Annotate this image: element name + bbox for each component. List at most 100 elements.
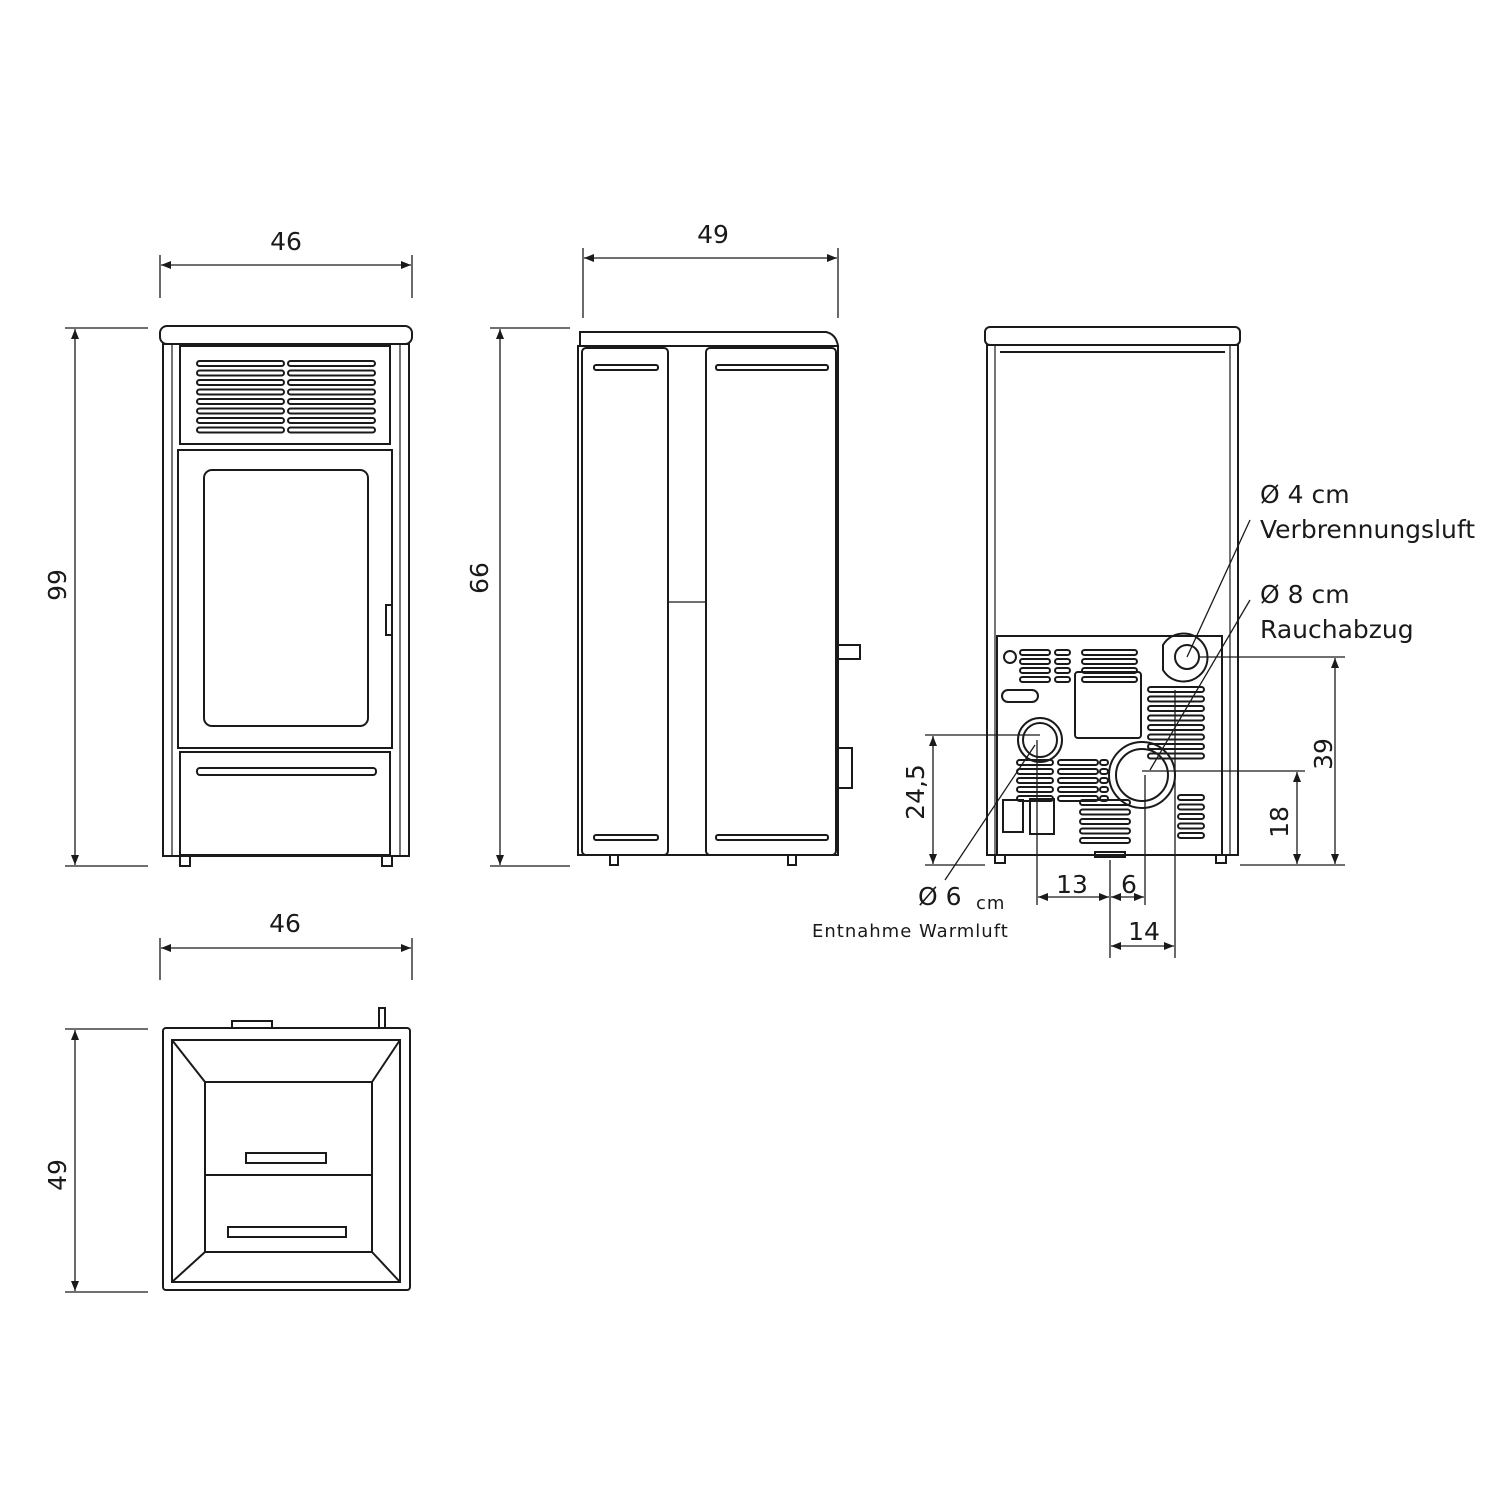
top-width-dimension: 46 [159, 909, 413, 980]
front-height-dimension: 99 [43, 327, 148, 867]
vent-slot [1177, 832, 1205, 839]
vent-slot [196, 407, 285, 415]
dimension-label: 14 [1128, 917, 1160, 946]
flue-outlet-label: Rauchabzug [1260, 615, 1414, 644]
top-depth-dimension: 49 [43, 1028, 148, 1293]
vent-slot [196, 379, 285, 386]
vent-slot [1081, 649, 1138, 656]
vent-slot [1177, 813, 1205, 820]
vent-slot [1054, 676, 1071, 683]
vent-slot [287, 417, 376, 424]
vent-slot [1081, 676, 1138, 683]
vent-slot [1057, 786, 1099, 793]
vent-slot [1057, 795, 1099, 802]
vent-slot [1054, 658, 1071, 665]
warm-air-collar [1017, 717, 1063, 763]
vent-slot [1147, 752, 1205, 760]
vent-slot [1054, 649, 1071, 656]
vent-slot [287, 426, 376, 434]
dimension-label: 46 [270, 227, 302, 256]
vent-slot [1019, 649, 1051, 656]
vent-slot [196, 426, 285, 434]
combustion-air-label: Verbrennungsluft [1260, 515, 1475, 544]
dimension-label: 18 [1265, 806, 1294, 838]
front-width-dimension: 46 [159, 227, 413, 298]
dimension-label: 49 [697, 220, 729, 249]
vent-slot [1019, 658, 1051, 665]
vent-slot [196, 388, 285, 396]
vent-slot [196, 369, 285, 377]
vent-slot [196, 398, 285, 405]
vent-slot [1057, 768, 1099, 775]
vent-slot [1177, 794, 1205, 801]
vent-slot [1099, 759, 1109, 766]
vent-slot [1019, 667, 1051, 674]
foot [179, 855, 191, 867]
door-glass [203, 469, 369, 727]
vent-slot [1147, 705, 1205, 712]
flue-outlet-diameter: Ø 8 cm [1260, 580, 1350, 609]
door-handle [385, 604, 393, 636]
vent-slot [1016, 759, 1054, 766]
vent-slot [1147, 695, 1205, 703]
vent-slot [1016, 768, 1054, 775]
vent-slot [1079, 818, 1131, 825]
vent-slot [287, 369, 376, 377]
vent-slots [1016, 649, 1205, 844]
vent-slots [196, 360, 376, 434]
dimension-label: 39 [1309, 738, 1338, 770]
flue-outlet [1115, 748, 1169, 802]
combustion-air-diameter: Ø 4 cm [1260, 480, 1350, 509]
back-view [984, 326, 1241, 864]
vent-slot [1016, 786, 1054, 793]
warm-air-diameter: Ø 6 [918, 882, 962, 911]
vent-slot [196, 417, 285, 424]
vent-slot [1099, 777, 1109, 784]
power-switch [1029, 798, 1055, 835]
dimension-label: 24,5 [901, 764, 930, 820]
vent-slot [1079, 837, 1131, 844]
vent-slot [287, 379, 376, 386]
side-connector [837, 644, 861, 660]
flue-outlet-collar [1108, 741, 1176, 809]
vent-slot [1099, 768, 1109, 775]
top-view [162, 1007, 411, 1291]
vent-slot [1079, 808, 1131, 816]
vent-slot [1177, 822, 1205, 830]
vent-slot [1057, 759, 1099, 766]
vent-slot [1099, 786, 1109, 793]
dimension-label: 46 [269, 909, 301, 938]
dimension-label: 49 [43, 1159, 72, 1191]
vent-slot [196, 360, 285, 367]
vent-slot [1016, 777, 1054, 784]
vent-slot [1081, 658, 1138, 665]
front-view [159, 325, 413, 867]
fire-door [177, 449, 393, 749]
drawer-handle [196, 767, 377, 776]
foot [381, 855, 393, 867]
combustion-air-inlet [1174, 644, 1200, 670]
vent-slot [287, 407, 376, 415]
vent-slot [1147, 743, 1205, 750]
dimension-label: 99 [464, 562, 493, 594]
vent-slot [1147, 714, 1205, 722]
back-callouts: Ø 4 cm Verbrennungsluft Ø 8 cm Rauchabzu… [812, 480, 1475, 942]
power-socket [1002, 799, 1024, 833]
vent-slot [287, 360, 376, 367]
access-plate [1074, 671, 1142, 739]
side-depth-dimension: 49 [582, 220, 839, 318]
warm-air-outlet [1022, 722, 1058, 758]
vent-slot [1177, 803, 1205, 811]
vent-slot [1019, 676, 1051, 683]
vent-slot [1054, 667, 1071, 674]
vent-slot [1147, 733, 1205, 741]
vent-slot [1057, 777, 1099, 784]
back-lower-panel [996, 635, 1223, 856]
combustion-air-housing [1162, 632, 1209, 683]
warm-air-label: Entnahme Warmluft [812, 921, 1009, 942]
serial-port [1001, 689, 1039, 703]
dimension-label: 13 [1056, 870, 1088, 899]
vent-slot [1079, 827, 1131, 835]
side-height-dimension: 99 [464, 327, 570, 867]
